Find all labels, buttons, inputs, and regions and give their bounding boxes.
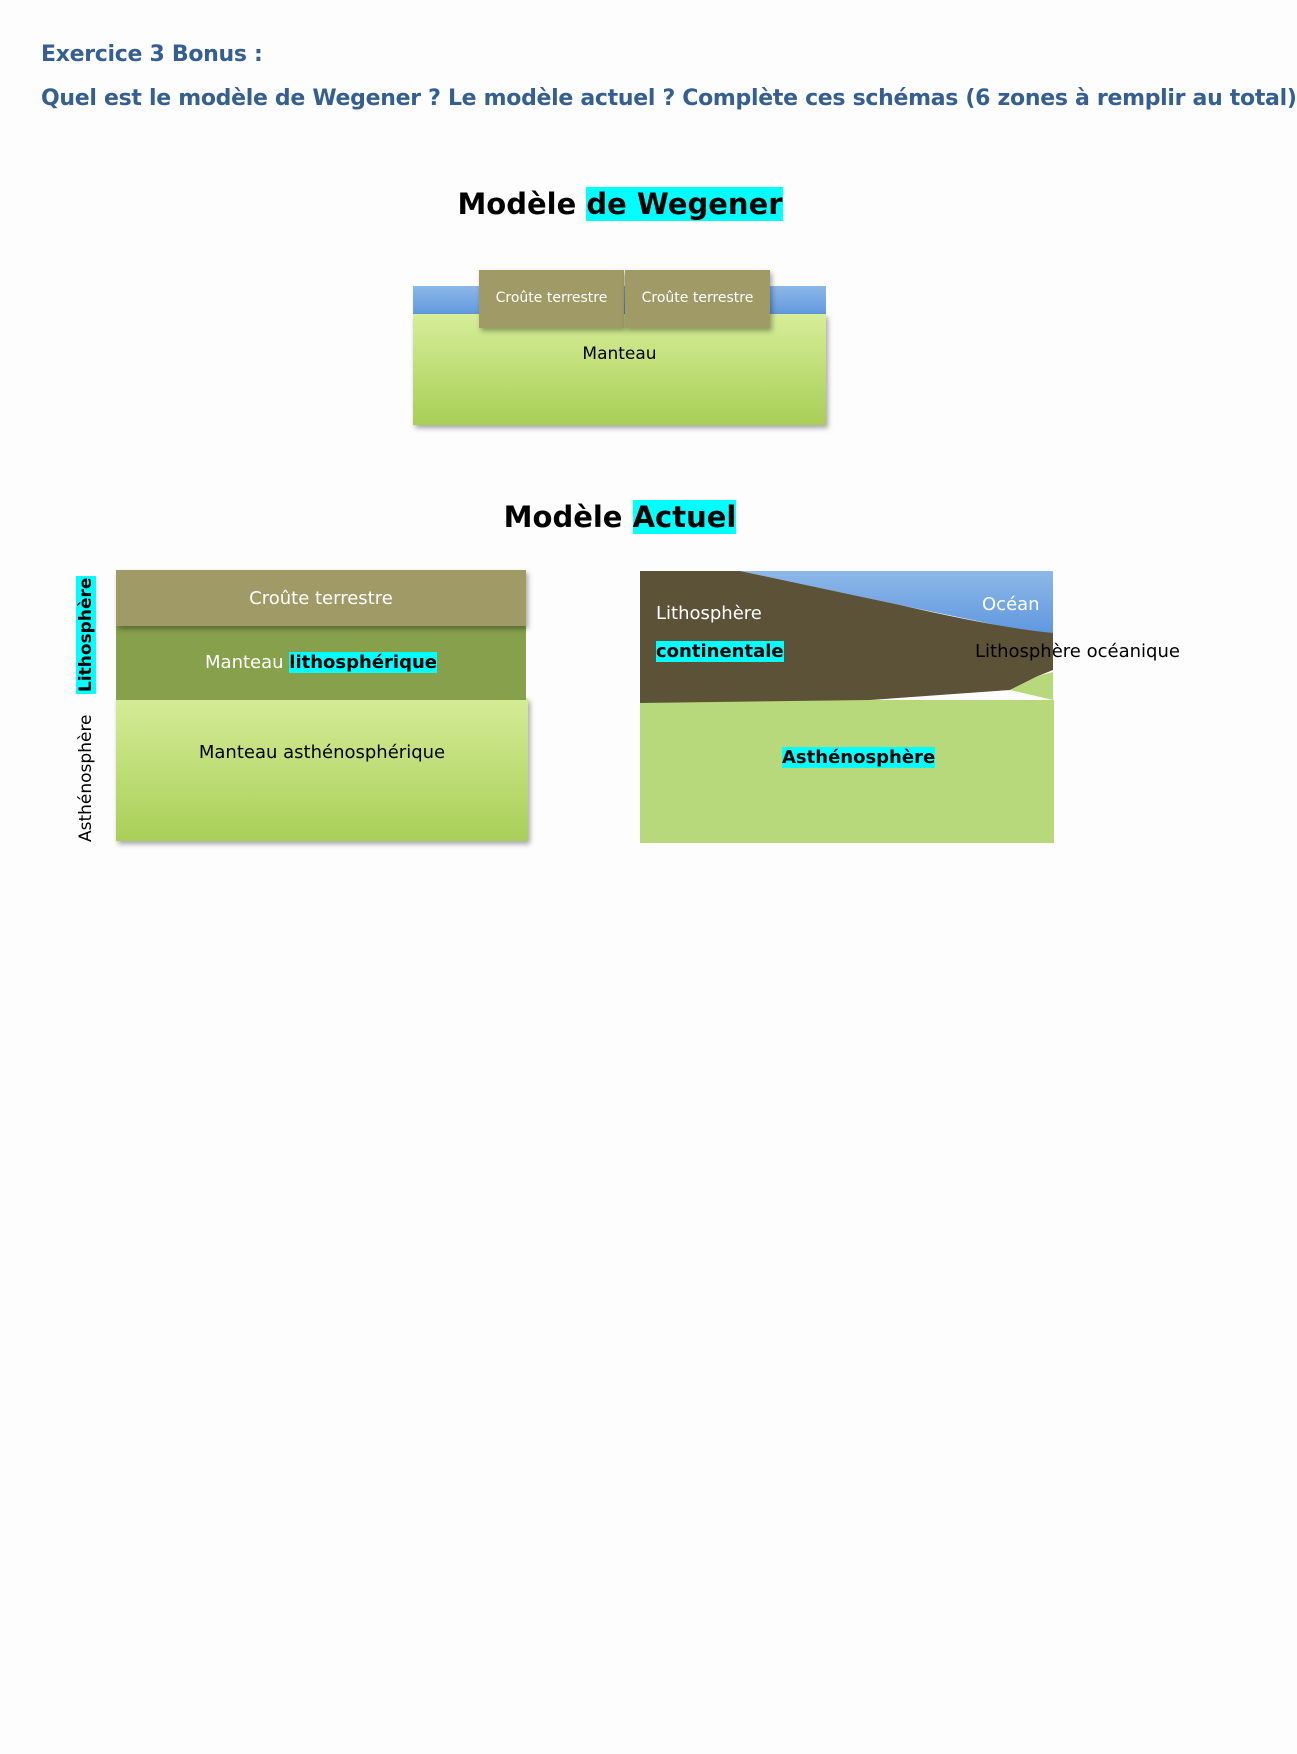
asthenospheric-mantle <box>116 698 528 841</box>
wegener-crust-left-label: Croûte terrestre <box>495 290 608 306</box>
asthenosphere-label[interactable]: Asthénosphère <box>782 747 936 768</box>
wegener-crust-right[interactable] <box>625 270 770 328</box>
wegener-title: Modèle de Wegener <box>0 187 1240 221</box>
oceanic-lithosphere-label: Lithosphère océanique <box>975 641 1180 662</box>
asthenospheric-mantle-label: Manteau asthénosphérique <box>198 742 446 763</box>
lithospheric-mantle-plain: Manteau <box>205 652 290 673</box>
crust-layer <box>116 570 526 626</box>
exercise-title: Exercice 3 Bonus : <box>41 42 263 67</box>
crust-layer-label: Croûte terrestre <box>249 588 393 609</box>
ocean-label: Océan <box>982 594 1040 615</box>
ocean-area <box>740 571 1053 635</box>
wegener-crust-left[interactable] <box>479 270 624 328</box>
actuel-title-highlight[interactable]: Actuel <box>632 500 737 534</box>
lithospheric-mantle-label: Manteau lithosphérique <box>116 652 526 673</box>
wegener-title-highlight[interactable]: de Wegener <box>586 187 783 221</box>
continental-lithosphere-label-2[interactable]: continentale <box>656 641 784 662</box>
wegener-title-plain: Modèle <box>457 187 587 221</box>
oceanic-lithosphere-edge <box>1010 672 1053 700</box>
continental-lithosphere-area <box>640 571 1053 703</box>
exercise-question: Quel est le modèle de Wegener ? Le modèl… <box>41 86 1297 111</box>
wegener-mantle <box>413 314 826 425</box>
lithospheric-mantle-highlight[interactable]: lithosphérique <box>289 652 437 673</box>
wegener-mantle-label: Manteau <box>582 344 657 364</box>
continental-lithosphere-label-1: Lithosphère <box>656 603 762 624</box>
actuel-title-plain: Modèle <box>503 500 633 534</box>
wegener-crust-right-label: Croûte terrestre <box>641 290 754 306</box>
actuel-title: Modèle Actuel <box>0 500 1240 534</box>
lithosphere-cross-section <box>640 571 1054 843</box>
asthenosphere-area <box>640 700 1054 843</box>
